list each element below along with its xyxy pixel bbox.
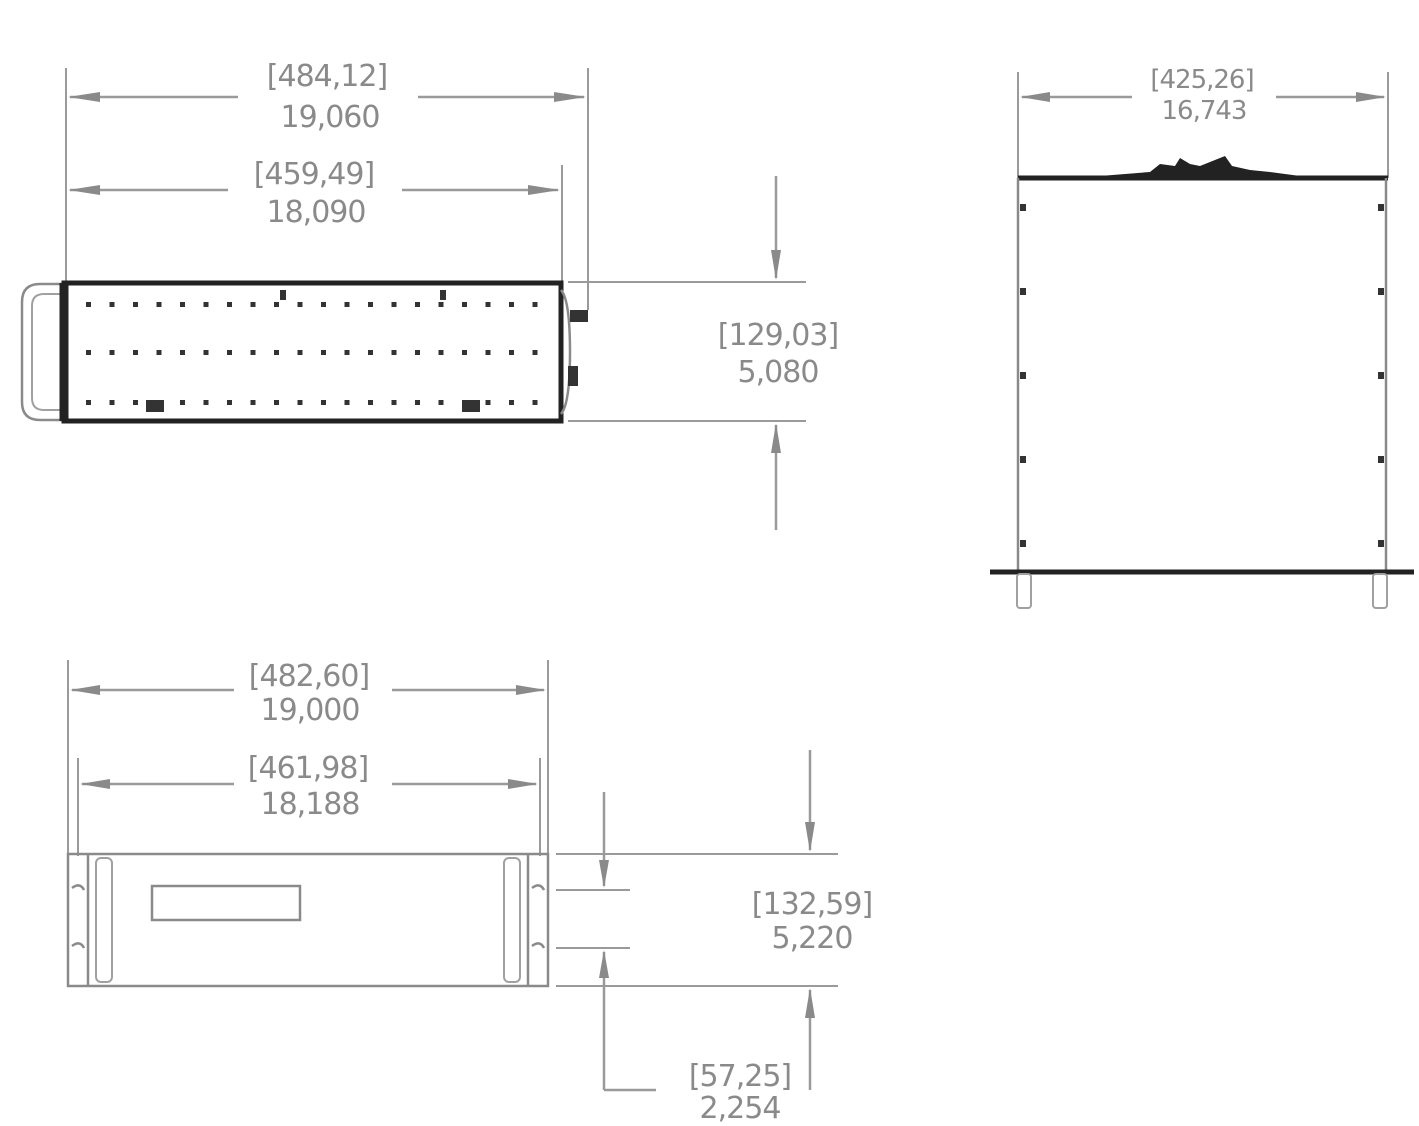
dim-front-inner-metric: [461,98] xyxy=(248,751,368,786)
vent-hole xyxy=(109,302,115,307)
dim-hole-spacing-imperial: 2,254 xyxy=(700,1091,781,1126)
vent-hole xyxy=(509,302,514,307)
vent-hole xyxy=(321,302,326,307)
vent-hole xyxy=(462,350,467,355)
vent-hole xyxy=(133,350,138,355)
vent-hole xyxy=(391,400,397,405)
vent-hole xyxy=(86,302,91,307)
vent-hole xyxy=(438,400,444,405)
vent-hole xyxy=(532,350,538,355)
dim-hole-spacing: [57,25] 2,254 xyxy=(556,792,792,1126)
dim-front-height: [132,59] 5,220 xyxy=(556,750,873,1090)
vent-hole xyxy=(180,400,185,405)
front-view: [482,60] 19,000 [461,98] 18,188 [132,59]… xyxy=(66,659,873,1126)
vent-hole xyxy=(133,400,138,405)
vent-hole xyxy=(368,350,373,355)
vent-hole xyxy=(391,302,397,307)
vent-hole xyxy=(415,400,420,405)
dim-front-overall-imperial: 19,000 xyxy=(261,693,360,728)
vent-hole xyxy=(321,400,326,405)
vent-hole xyxy=(344,400,350,405)
dim-side-width: [425,26] 16,743 xyxy=(1020,65,1386,126)
dim-inner-imperial: 18,090 xyxy=(267,195,366,230)
vent-hole xyxy=(344,302,350,307)
vent-hole xyxy=(415,302,420,307)
vent-hole xyxy=(438,350,444,355)
vent-hole xyxy=(297,302,303,307)
vent-hole xyxy=(391,350,397,355)
dim-height-imperial: 5,080 xyxy=(738,355,819,390)
vent-hole xyxy=(180,302,185,307)
vent-hole xyxy=(250,400,256,405)
vent-hole xyxy=(462,400,467,405)
dim-front-height-imperial: 5,220 xyxy=(772,921,853,956)
vent-hole xyxy=(250,350,256,355)
vent-hole xyxy=(462,302,467,307)
dim-overall-metric: [484,12] xyxy=(267,59,387,94)
vent-holes xyxy=(86,302,538,405)
vent-hole xyxy=(485,350,491,355)
dim-inner-width: [459,49] 18,090 xyxy=(68,157,560,230)
dim-front-inner-imperial: 18,188 xyxy=(261,787,360,822)
vent-hole xyxy=(415,350,420,355)
vent-hole xyxy=(227,350,232,355)
dim-side-imperial: 16,743 xyxy=(1162,96,1247,126)
vent-hole xyxy=(109,350,115,355)
chassis-side xyxy=(990,156,1414,609)
dim-overall-imperial: 19,060 xyxy=(281,100,380,135)
dim-overall-width: [484,12] 19,060 xyxy=(68,59,586,135)
vent-hole xyxy=(86,350,91,355)
vent-hole xyxy=(250,302,256,307)
vent-hole xyxy=(203,350,209,355)
dim-hole-spacing-metric: [57,25] xyxy=(689,1059,791,1094)
chassis-front xyxy=(66,852,550,988)
vent-hole xyxy=(203,400,209,405)
vent-hole xyxy=(344,350,350,355)
vent-hole xyxy=(274,302,279,307)
dim-front-inner: [461,98] 18,188 xyxy=(80,751,538,822)
vent-hole xyxy=(438,302,444,307)
vent-hole xyxy=(509,350,514,355)
side-view: [425,26] 16,743 xyxy=(990,65,1414,609)
dim-height: [129,03] 5,080 xyxy=(568,176,839,530)
dim-front-overall: [482,60] 19,000 xyxy=(70,659,546,728)
vent-hole xyxy=(274,400,279,405)
vent-hole xyxy=(156,302,162,307)
dim-height-metric: [129,03] xyxy=(718,318,838,353)
chassis-top xyxy=(20,280,588,424)
vent-hole xyxy=(532,400,538,405)
vent-hole xyxy=(227,400,232,405)
vent-hole xyxy=(274,350,279,355)
vent-hole xyxy=(86,400,91,405)
vent-hole xyxy=(485,302,491,307)
vent-hole xyxy=(156,400,162,405)
vent-hole xyxy=(227,302,232,307)
vent-hole xyxy=(109,400,115,405)
vent-hole xyxy=(133,302,138,307)
vent-hole xyxy=(203,302,209,307)
vent-hole xyxy=(368,302,373,307)
dim-front-overall-metric: [482,60] xyxy=(249,659,369,694)
top-view: [484,12] 19,060 [459,49] 18,090 [129,03]… xyxy=(20,59,839,530)
vent-hole xyxy=(297,350,303,355)
vent-hole xyxy=(532,302,538,307)
vent-hole xyxy=(297,400,303,405)
dim-front-height-metric: [132,59] xyxy=(752,887,872,922)
vent-hole xyxy=(156,350,162,355)
vent-hole xyxy=(509,400,514,405)
dim-side-metric: [425,26] xyxy=(1150,65,1253,95)
dim-inner-metric: [459,49] xyxy=(254,157,374,192)
vent-hole xyxy=(485,400,491,405)
vent-hole xyxy=(368,400,373,405)
vent-hole xyxy=(180,350,185,355)
vent-hole xyxy=(321,350,326,355)
